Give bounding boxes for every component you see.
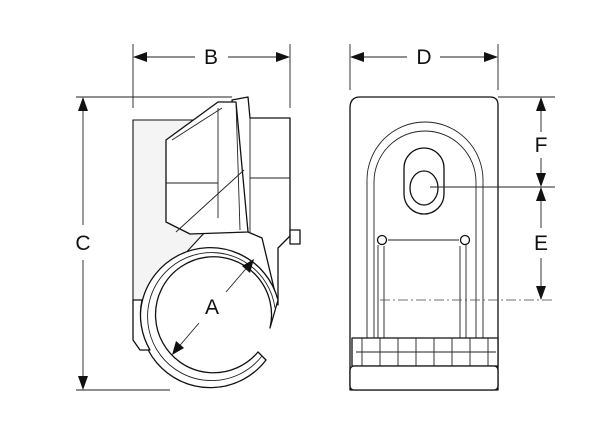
front-view-hole xyxy=(409,170,439,206)
front-view-screw-left xyxy=(376,234,388,246)
front-view-base xyxy=(349,365,499,391)
dimension-d xyxy=(349,44,499,90)
dimension-c xyxy=(76,96,232,391)
label-a: A xyxy=(205,296,219,319)
side-view-ring xyxy=(139,247,279,389)
side-view-lower-body xyxy=(132,299,151,351)
label-c: C xyxy=(75,232,90,255)
dimension-e xyxy=(380,187,555,301)
label-b: B xyxy=(204,46,218,69)
dimension-a xyxy=(172,259,254,355)
label-f: F xyxy=(535,134,548,157)
side-view-clip xyxy=(132,96,301,389)
label-e: E xyxy=(534,232,548,255)
label-d: D xyxy=(416,46,431,69)
side-view-pin xyxy=(289,229,301,245)
front-view-clip xyxy=(349,96,499,391)
front-view-screw-right xyxy=(459,234,471,246)
side-view-slanted-plate xyxy=(165,101,249,235)
side-view-right-body xyxy=(231,96,291,306)
front-view-body xyxy=(349,96,499,391)
dimension-f xyxy=(430,96,555,188)
front-view-arch xyxy=(366,121,484,338)
